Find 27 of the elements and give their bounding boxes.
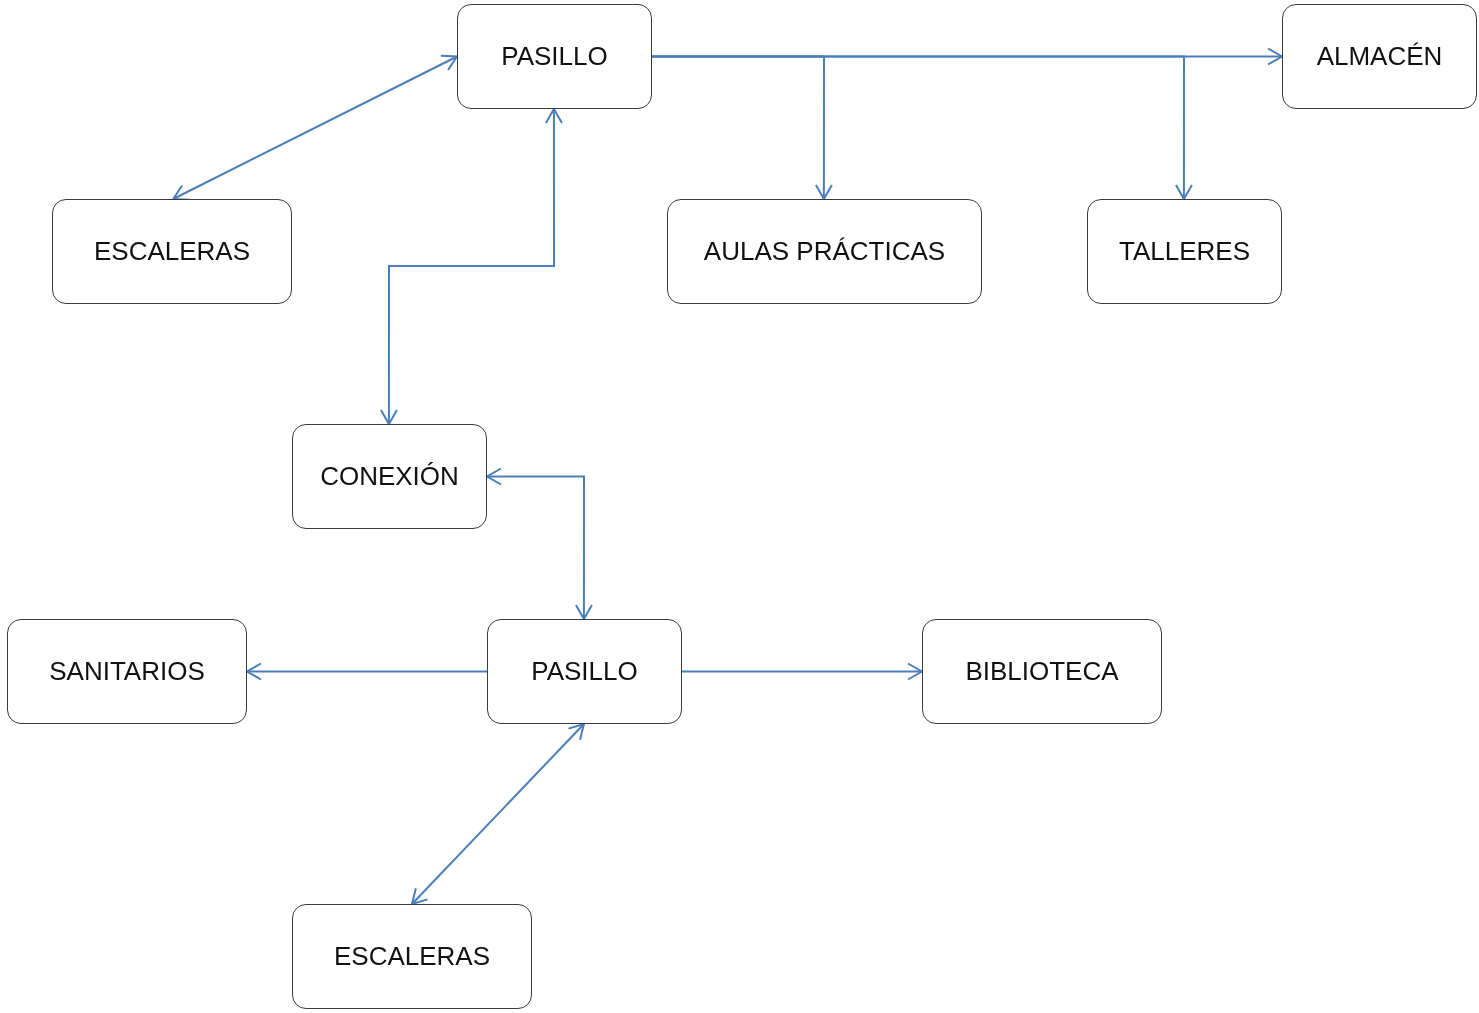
- rounded-box: [7, 619, 247, 724]
- arrow: [486, 467, 593, 620]
- rounded-box: [922, 619, 1162, 724]
- arrow: [246, 662, 488, 681]
- box-label: BIBLIOTECA: [965, 656, 1119, 687]
- arrow: [681, 662, 923, 681]
- rounded-box: [52, 199, 292, 304]
- arrow: [651, 55, 1193, 200]
- rounded-box: [487, 619, 682, 724]
- box-label: ALMACÉN: [1316, 41, 1443, 72]
- arrow: [172, 54, 458, 201]
- rounded-box: [292, 904, 532, 1009]
- box-label: PASILLO: [501, 41, 608, 72]
- box-label: PASILLO: [531, 656, 638, 687]
- box-label: AULAS PRÁCTICAS: [703, 236, 946, 267]
- rounded-box: [457, 4, 652, 109]
- box-label: SANITARIOS: [49, 656, 205, 687]
- rounded-box: [292, 424, 487, 529]
- arrow: [379, 108, 563, 425]
- rounded-box: [1087, 199, 1282, 304]
- arrow: [411, 723, 585, 905]
- box-label: ESCALERAS: [333, 941, 491, 972]
- rounded-box: [1282, 4, 1477, 109]
- box-label: CONEXIÓN: [320, 461, 459, 492]
- box-label: ESCALERAS: [93, 236, 251, 267]
- rounded-box: [667, 199, 982, 304]
- box-label: TALLERES: [1119, 236, 1250, 267]
